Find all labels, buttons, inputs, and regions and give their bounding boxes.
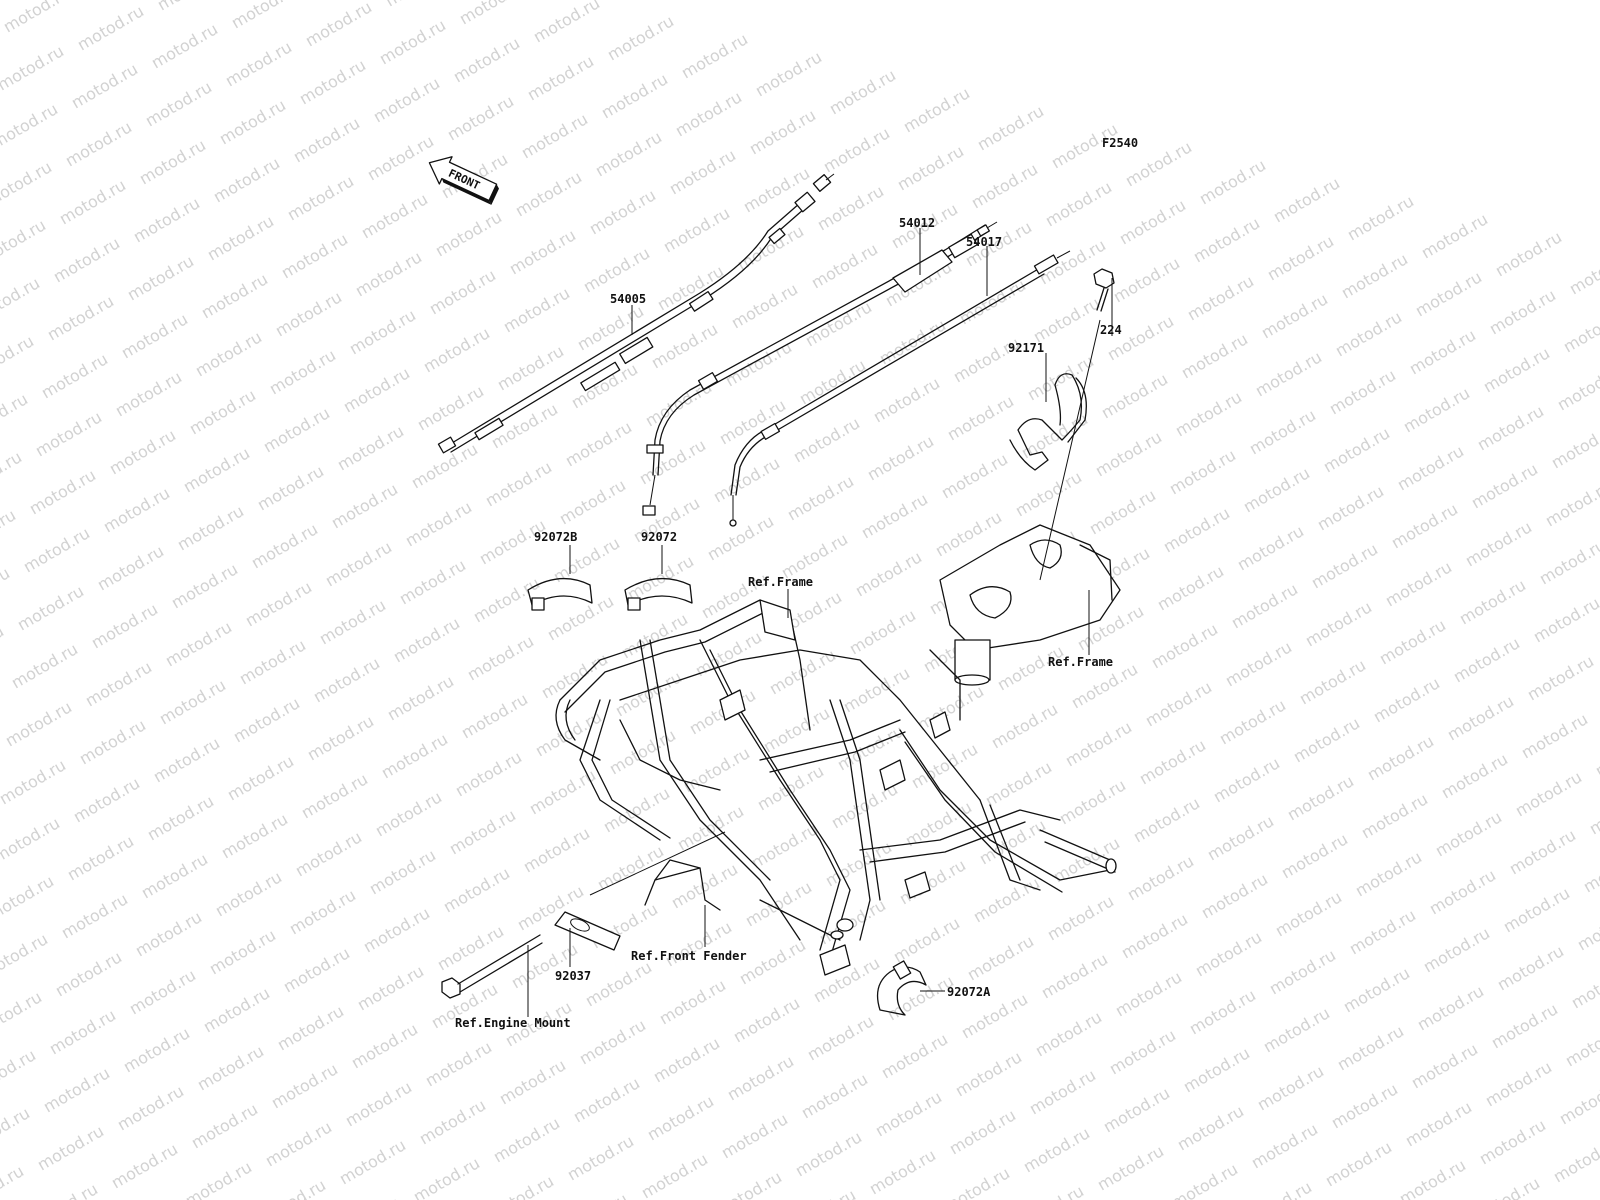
part-label-224: 224 bbox=[1100, 323, 1122, 337]
part-label-54012: 54012 bbox=[899, 216, 935, 230]
front-direction-arrow-icon: FRONT bbox=[428, 156, 499, 205]
cable-band-92072 bbox=[624, 577, 693, 611]
part-label-92072b: 92072B bbox=[534, 530, 577, 544]
ref-label-frame-right: Ref.Frame bbox=[1048, 655, 1113, 669]
brake-cable-54017 bbox=[729, 250, 1071, 527]
front-fender-bracket bbox=[644, 859, 721, 911]
part-label-92072: 92072 bbox=[641, 530, 677, 544]
ref-label-frame-top: Ref.Frame bbox=[748, 575, 813, 589]
cable-bracket-92171 bbox=[1009, 373, 1087, 471]
engine-mount-bolt bbox=[441, 934, 543, 999]
part-label-92037: 92037 bbox=[555, 969, 591, 983]
cable-band-92072a bbox=[876, 960, 927, 1016]
part-label-54005: 54005 bbox=[610, 292, 646, 306]
leader-lines bbox=[527, 228, 1113, 1017]
figure-code: F2540 bbox=[1102, 136, 1138, 150]
throttle-cable-54005 bbox=[437, 173, 835, 454]
cable-band-92072b bbox=[527, 577, 593, 611]
part-label-92171: 92171 bbox=[1008, 341, 1044, 355]
atv-main-frame bbox=[555, 599, 1117, 976]
part-label-54017: 54017 bbox=[966, 235, 1002, 249]
bolt-224 bbox=[1093, 268, 1115, 312]
ref-label-engine-mount: Ref.Engine Mount bbox=[455, 1016, 571, 1030]
choke-cable-54012 bbox=[642, 221, 998, 516]
part-label-92072a: 92072A bbox=[947, 985, 991, 999]
mount-plate-92037 bbox=[554, 831, 726, 951]
ref-label-front-fender: Ref.Front Fender bbox=[631, 949, 747, 963]
labels: F2540 54005 54012 54017 224 92171 92072B… bbox=[455, 136, 1138, 1030]
handlebar-mount-ref-frame bbox=[939, 319, 1121, 686]
